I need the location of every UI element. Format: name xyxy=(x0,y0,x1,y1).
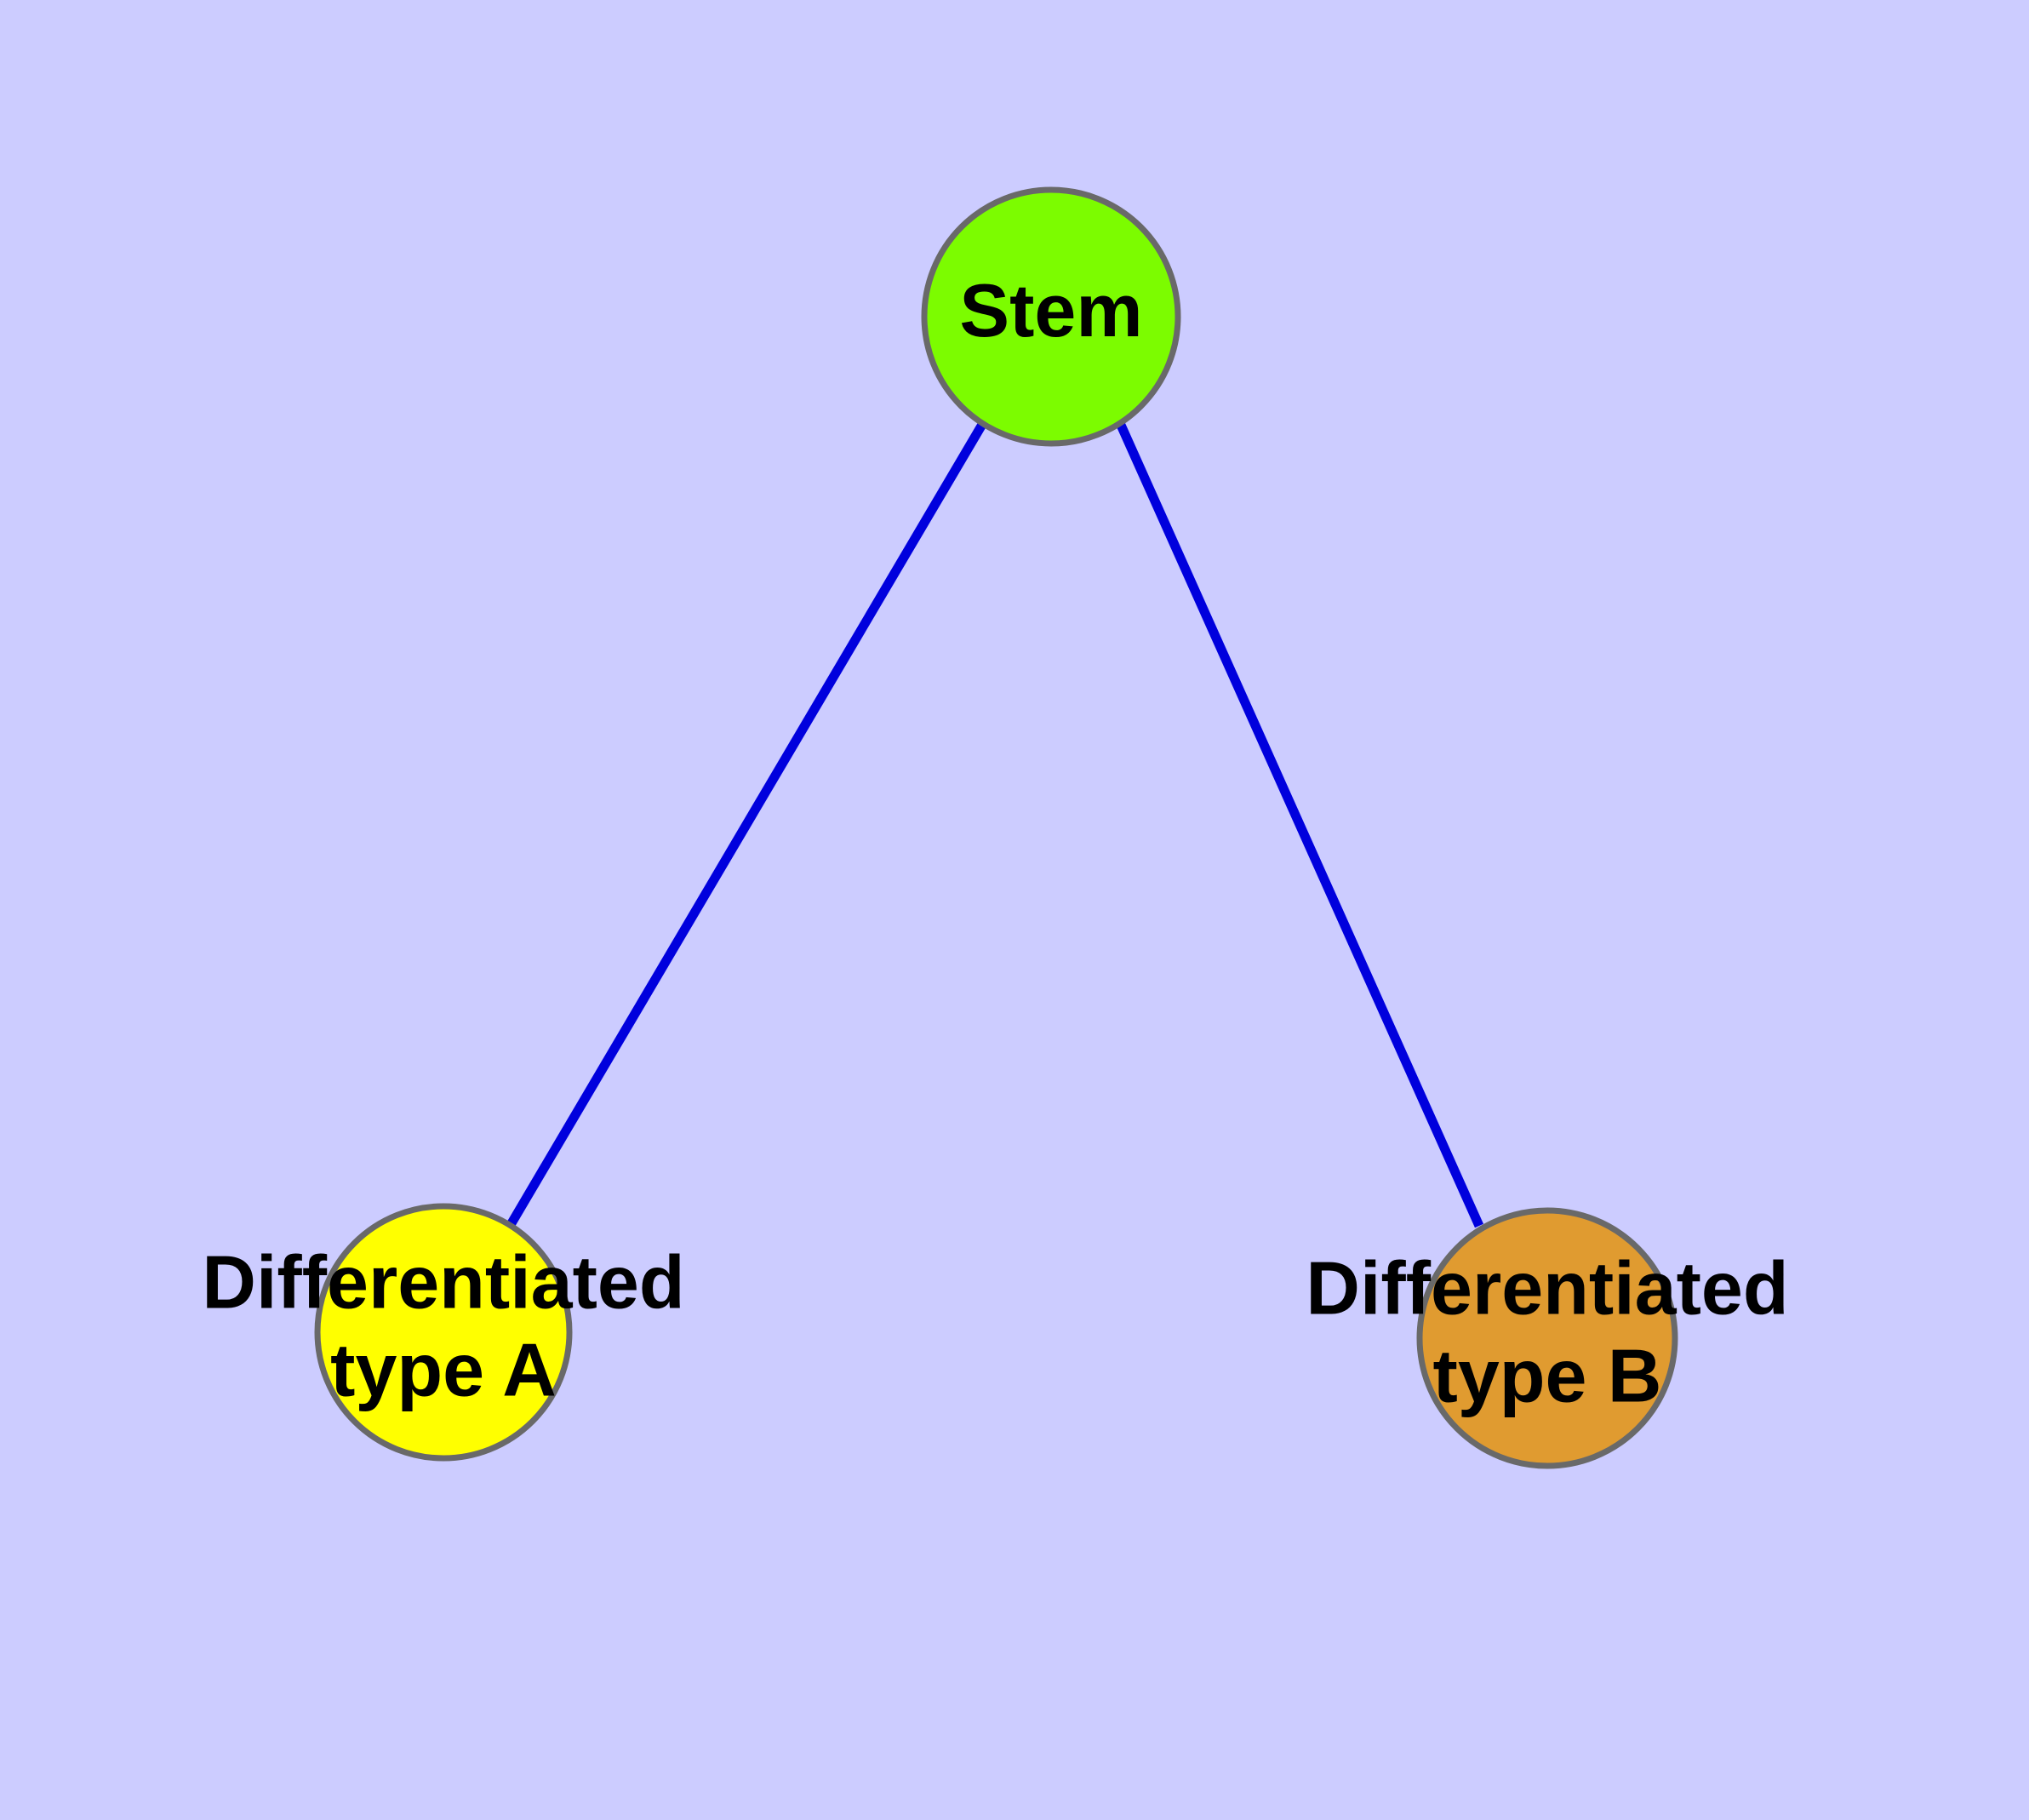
node-label-line: Differentiated xyxy=(202,1240,684,1325)
node-label-line: Stem xyxy=(959,268,1142,352)
node-differentiated-type-b-circle[interactable] xyxy=(1416,1207,1678,1469)
edge-stem-to-differentiated-type-a[interactable] xyxy=(507,421,987,1226)
edge-stem-to-differentiated-type-b[interactable] xyxy=(1115,421,1484,1228)
node-differentiated-type-a-circle[interactable] xyxy=(314,1203,573,1462)
node-label-line: type A xyxy=(330,1328,557,1412)
edge-layer xyxy=(507,421,1484,1228)
node-label-line: type B xyxy=(1433,1334,1662,1418)
node-label-line: Differentiated xyxy=(1306,1246,1788,1331)
node-stem-circle[interactable] xyxy=(921,186,1181,447)
node-stem-label: Stem xyxy=(959,268,1142,352)
node-layer xyxy=(314,186,1678,1469)
